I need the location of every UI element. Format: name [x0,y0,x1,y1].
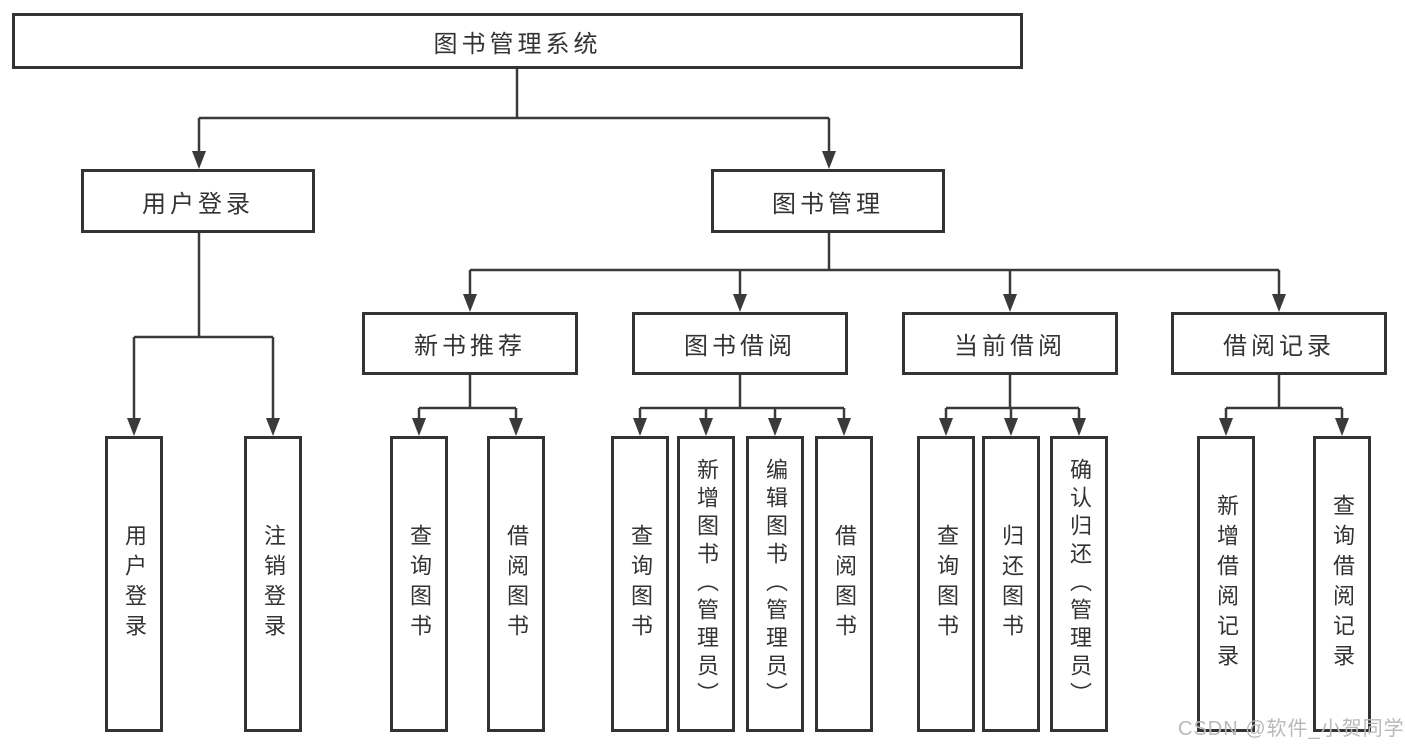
node-label: 归还图书 [999,524,1024,644]
node-current-borrow: 当前借阅 [902,312,1118,375]
node-root-system: 图书管理系统 [12,13,1023,69]
leaf-logout: 注销登录 [244,436,302,732]
leaf-add-borrow-record: 新增借阅记录 [1197,436,1255,732]
node-label: 查询借阅记录 [1330,494,1355,674]
node-label: 图书借阅 [684,333,796,360]
connector-paths [132,68,1344,419]
node-label: 借阅图书 [832,524,857,644]
leaf-confirm-return-admin: 确认归还（管理员） [1050,436,1108,732]
node-label: 新增图书（管理员） [694,458,719,710]
csdn-watermark: CSDN @软件_小贺同学 [1178,718,1405,740]
leaf-query-books-current: 查询图书 [917,436,975,732]
leaf-borrow-books-recommend: 借阅图书 [487,436,545,732]
leaf-query-books-borrow: 查询图书 [611,436,669,732]
leaf-edit-book-admin: 编辑图书（管理员） [746,436,804,732]
leaf-add-book-admin: 新增图书（管理员） [677,436,735,732]
node-label: 注销登录 [261,524,286,644]
node-label: 查询图书 [934,524,959,644]
node-label: 查询图书 [407,524,432,644]
node-user-login-branch: 用户登录 [81,169,315,233]
node-label: 用户登录 [142,190,254,218]
leaf-user-login: 用户登录 [105,436,163,732]
leaf-query-books-recommend: 查询图书 [390,436,448,732]
node-label: 新书推荐 [414,333,526,360]
node-label: 编辑图书（管理员） [763,458,788,710]
node-borrow-record: 借阅记录 [1171,312,1387,375]
node-label: 借阅图书 [504,524,529,644]
node-label: 确认归还（管理员） [1067,458,1092,710]
leaf-return-book: 归还图书 [982,436,1040,732]
node-label: 用户登录 [122,524,147,644]
node-label: 当前借阅 [954,333,1066,360]
arrowheads [127,151,1349,436]
node-label: 图书管理系统 [433,30,602,58]
node-label: 查询图书 [628,524,653,644]
node-label: 图书管理 [772,190,884,218]
node-book-borrow: 图书借阅 [632,312,848,375]
leaf-borrow-book: 借阅图书 [815,436,873,732]
leaf-query-borrow-record: 查询借阅记录 [1313,436,1371,732]
node-label: 新增借阅记录 [1214,494,1239,674]
node-book-management-branch: 图书管理 [711,169,945,233]
node-label: 借阅记录 [1223,333,1335,360]
node-new-book-recommend: 新书推荐 [362,312,578,375]
